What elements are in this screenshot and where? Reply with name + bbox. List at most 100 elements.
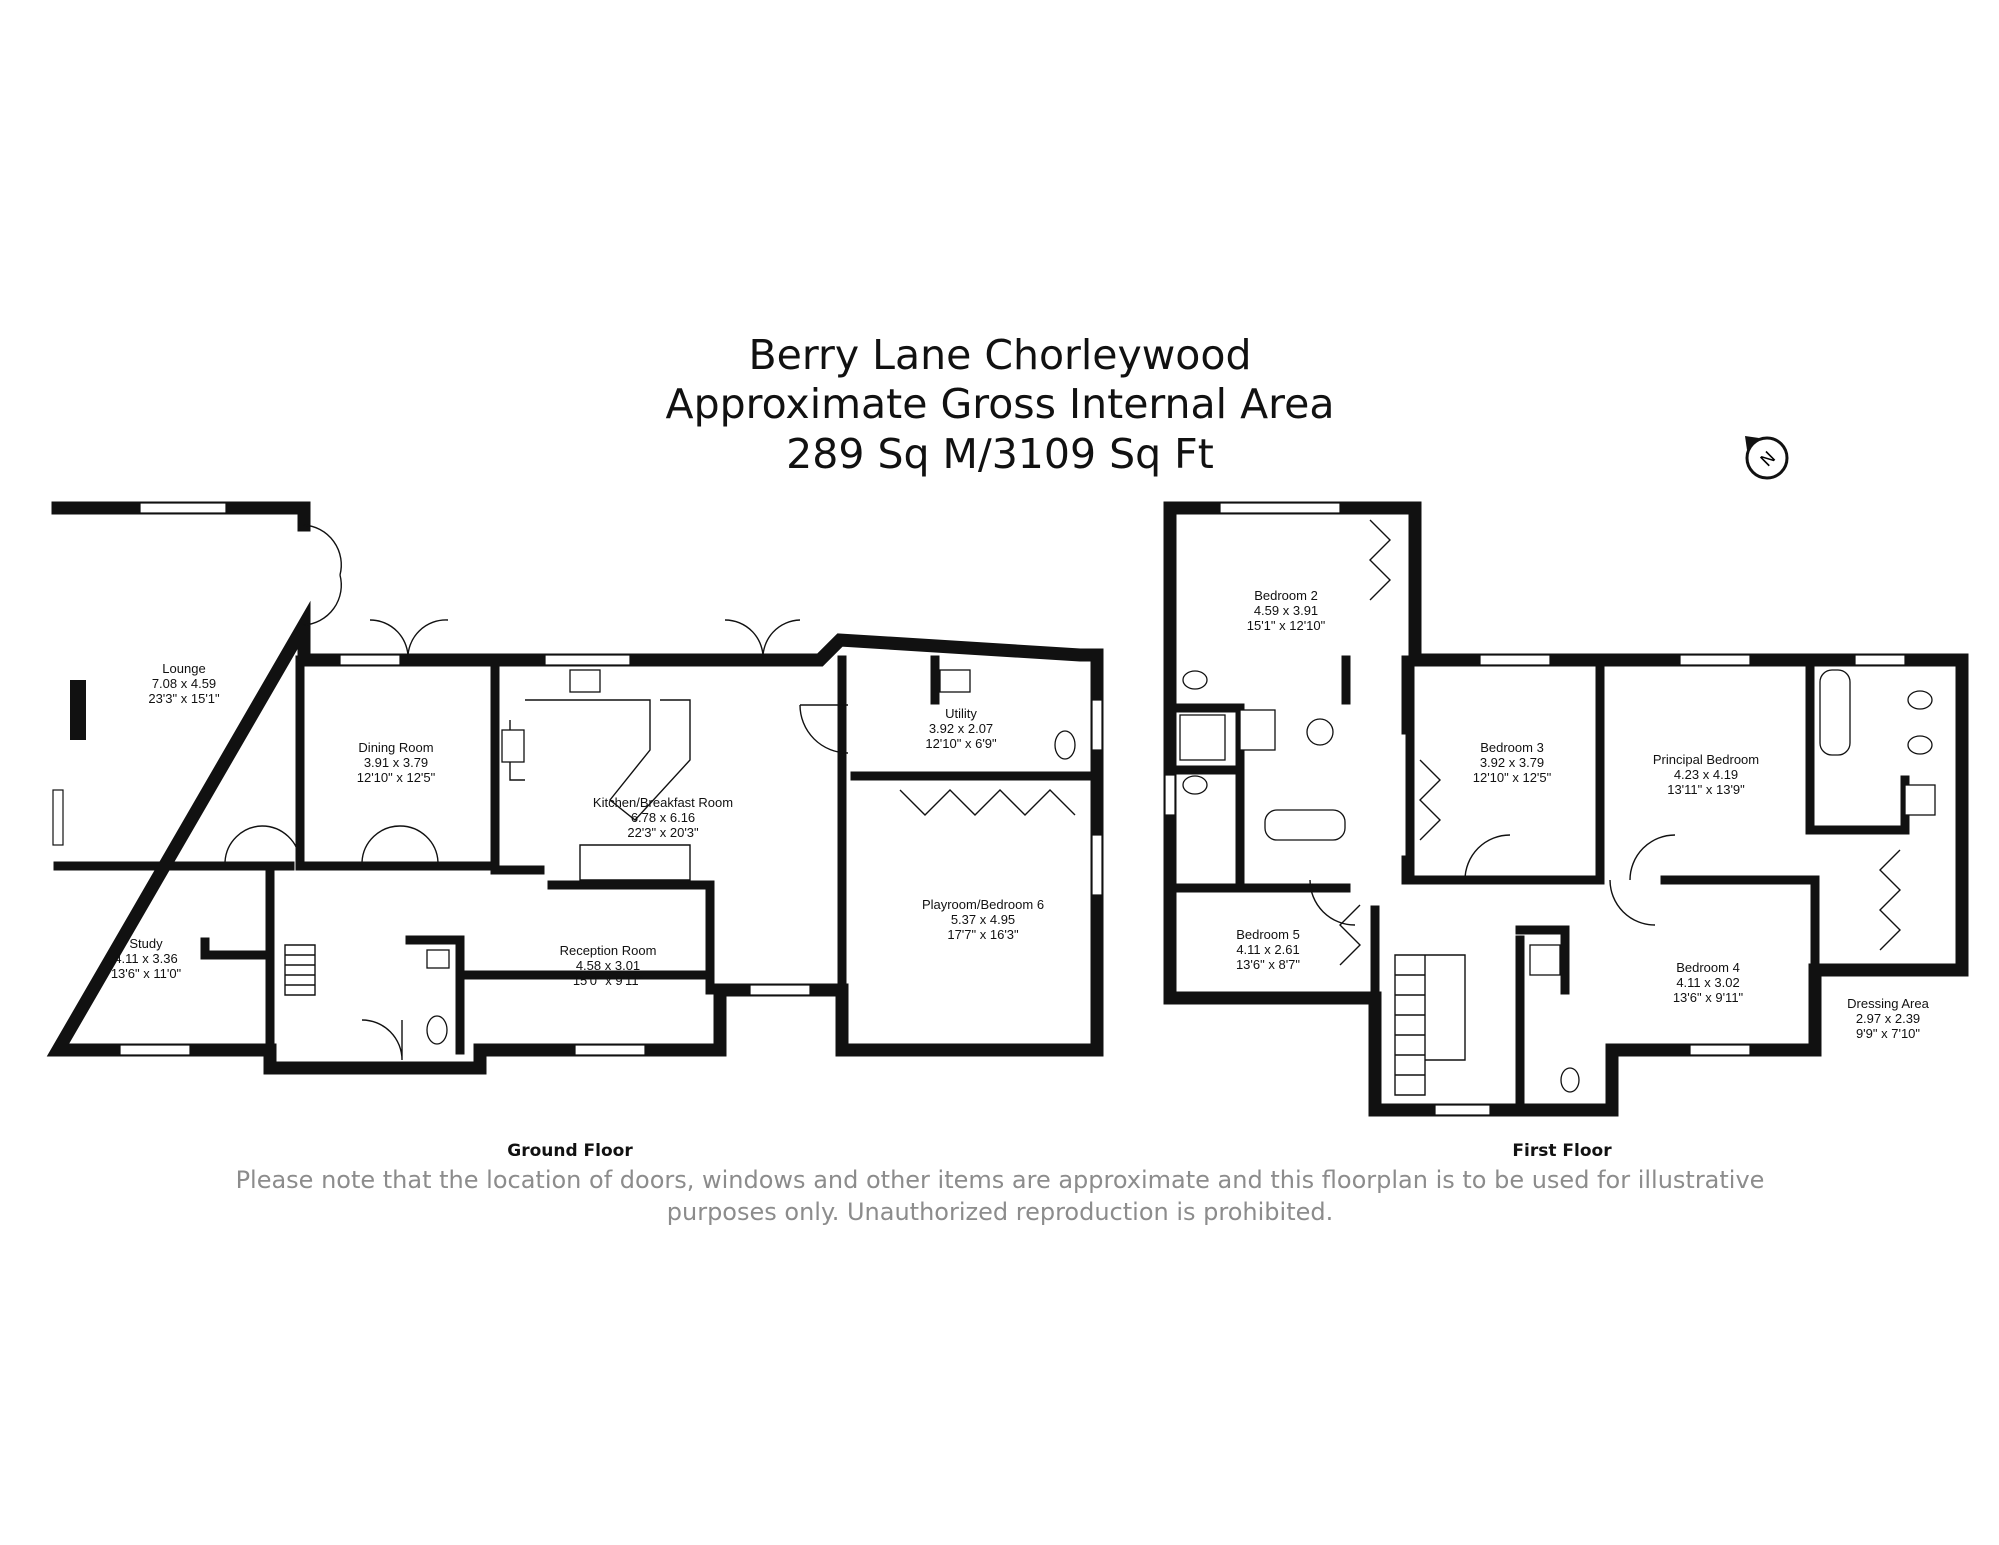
family-shower-icon	[1179, 714, 1226, 761]
bed5-door	[1309, 879, 1356, 926]
hob-icon	[501, 729, 525, 763]
room-utility-imperial: 12'10" x 6'9"	[925, 736, 997, 751]
room-dining-name: Dining Room	[358, 740, 433, 755]
room-dressing-metric: 2.97 x 2.39	[1856, 1011, 1920, 1026]
kitchen-french-doors	[724, 619, 801, 661]
kitchen-window	[544, 654, 631, 666]
room-principal-metric: 4.23 x 4.19	[1674, 767, 1738, 782]
title-line-3: 289 Sq M/3109 Sq Ft	[786, 430, 1214, 478]
cloakroom-toilet-icon	[426, 1015, 448, 1045]
dining-window	[339, 654, 401, 666]
room-dressing-name: Dressing Area	[1847, 996, 1929, 1011]
bed3-door	[1464, 834, 1511, 881]
disclaimer-line-2: purposes only. Unauthorized reproduction…	[667, 1198, 1333, 1226]
room-bed3-imperial: 12'10" x 12'5"	[1473, 770, 1552, 785]
room-kitchen-imperial: 22'3" x 20'3"	[627, 825, 699, 840]
room-dressing-imperial: 9'9" x 7'10"	[1856, 1026, 1920, 1041]
kitchen-bay-window	[749, 984, 811, 996]
utility-window	[1091, 699, 1103, 751]
family-toilet-icon	[1182, 775, 1208, 795]
principal-bath-icon	[1819, 669, 1851, 756]
bed2-wardrobe	[1369, 519, 1391, 601]
room-utility-name: Utility	[945, 706, 977, 721]
room-lounge-metric: 7.08 x 4.59	[152, 676, 216, 691]
lounge-side-window	[52, 789, 64, 846]
room-bed3-name: Bedroom 3	[1480, 740, 1544, 755]
room-study-name: Study	[129, 936, 163, 951]
dining-hall-doors	[361, 825, 439, 863]
landing-window	[1434, 1104, 1491, 1116]
bed5-wardrobe	[1339, 904, 1361, 966]
family-bath-icon	[1264, 809, 1346, 841]
room-playroom-metric: 5.37 x 4.95	[951, 912, 1015, 927]
dressing-wardrobe	[1879, 849, 1901, 951]
bed4-window	[1689, 1044, 1751, 1056]
ensuite-window	[1854, 654, 1906, 666]
bed2-window	[1219, 502, 1341, 514]
title-line-2: Approximate Gross Internal Area	[666, 380, 1335, 428]
ensuite-bidet-icon	[1907, 735, 1933, 755]
ground-floor-plan	[46, 501, 1104, 1075]
kitchen-sink-icon	[569, 669, 601, 693]
room-utility-metric: 3.92 x 2.07	[929, 721, 993, 736]
playroom-wardrobe	[899, 789, 1076, 816]
room-lounge-imperial: 23'3" x 15'1"	[148, 691, 220, 706]
dining-french-doors	[369, 619, 449, 661]
principal-window	[1679, 654, 1751, 666]
bed2-ensuite-toilet-icon	[1182, 670, 1208, 690]
lounge-window	[139, 502, 227, 514]
room-principal-name: Principal Bedroom	[1653, 752, 1759, 767]
title-block: Berry Lane Chorleywood Approximate Gross…	[666, 331, 1335, 478]
room-bed3-metric: 3.92 x 3.79	[1480, 755, 1544, 770]
lounge-french-doors	[303, 524, 342, 626]
bed4-door	[1609, 879, 1656, 926]
ensuite-shower-icon	[1904, 784, 1936, 816]
lounge-fireplace	[70, 680, 86, 740]
utility-door	[799, 704, 849, 754]
title-line-1: Berry Lane Chorleywood	[748, 331, 1251, 379]
ground-stairs-icon	[284, 944, 316, 996]
room-reception-imperial: 15'0" x 9'11"	[573, 973, 644, 988]
cloakroom-basin-icon	[426, 949, 450, 969]
bed3-wardrobe	[1419, 759, 1441, 841]
shower-room-toilet-icon	[1560, 1067, 1580, 1093]
disclaimer-line-1: Please note that the location of doors, …	[236, 1166, 1765, 1194]
ground-floor-interior-walls	[53, 655, 1102, 1055]
room-kitchen-name: Kitchen/Breakfast Room	[593, 795, 733, 810]
room-bed4-name: Bedroom 4	[1676, 960, 1740, 975]
room-playroom-name: Playroom/Bedroom 6	[922, 897, 1044, 912]
room-dining-imperial: 12'10" x 12'5"	[357, 770, 436, 785]
ground-floor-label: Ground Floor	[507, 1141, 633, 1161]
room-bed5-metric: 4.11 x 2.61	[1236, 942, 1299, 957]
bathroom-window	[1164, 774, 1176, 816]
room-dining-metric: 3.91 x 3.79	[364, 755, 428, 770]
room-lounge-name: Lounge	[162, 661, 205, 676]
first-floor-label: First Floor	[1512, 1141, 1612, 1161]
room-bed5-name: Bedroom 5	[1236, 927, 1300, 942]
kitchen-worktop	[509, 699, 691, 881]
principal-door	[1629, 834, 1676, 881]
bed3-window	[1479, 654, 1551, 666]
room-principal-imperial: 13'11" x 13'9"	[1667, 782, 1745, 797]
hall-doors	[224, 825, 301, 863]
shower-room-shower-icon	[1529, 944, 1561, 976]
bed2-ensuite-shower-icon	[1239, 709, 1276, 751]
playroom-window	[1091, 834, 1103, 896]
room-reception-metric: 4.58 x 3.01	[576, 958, 640, 973]
room-bed2-metric: 4.59 x 3.91	[1254, 603, 1318, 618]
ensuite-toilet-icon	[1907, 690, 1933, 710]
room-kitchen-metric: 6.78 x 6.16	[631, 810, 695, 825]
utility-sink-icon	[939, 669, 971, 693]
room-study-imperial: 13'6" x 11'0"	[111, 966, 182, 981]
room-bed2-imperial: 15'1" x 12'10"	[1247, 618, 1326, 633]
first-floor-stairs-icon	[1394, 954, 1466, 1096]
room-reception-name: Reception Room	[560, 943, 657, 958]
room-bed4-metric: 4.11 x 3.02	[1676, 975, 1739, 990]
north-arrow-icon: N	[1745, 436, 1789, 480]
first-floor-plan	[1163, 501, 1969, 1117]
first-floor-interior-walls	[1165, 655, 1910, 1115]
room-study-metric: 4.11 x 3.36	[114, 951, 177, 966]
reception-window	[574, 1044, 646, 1056]
